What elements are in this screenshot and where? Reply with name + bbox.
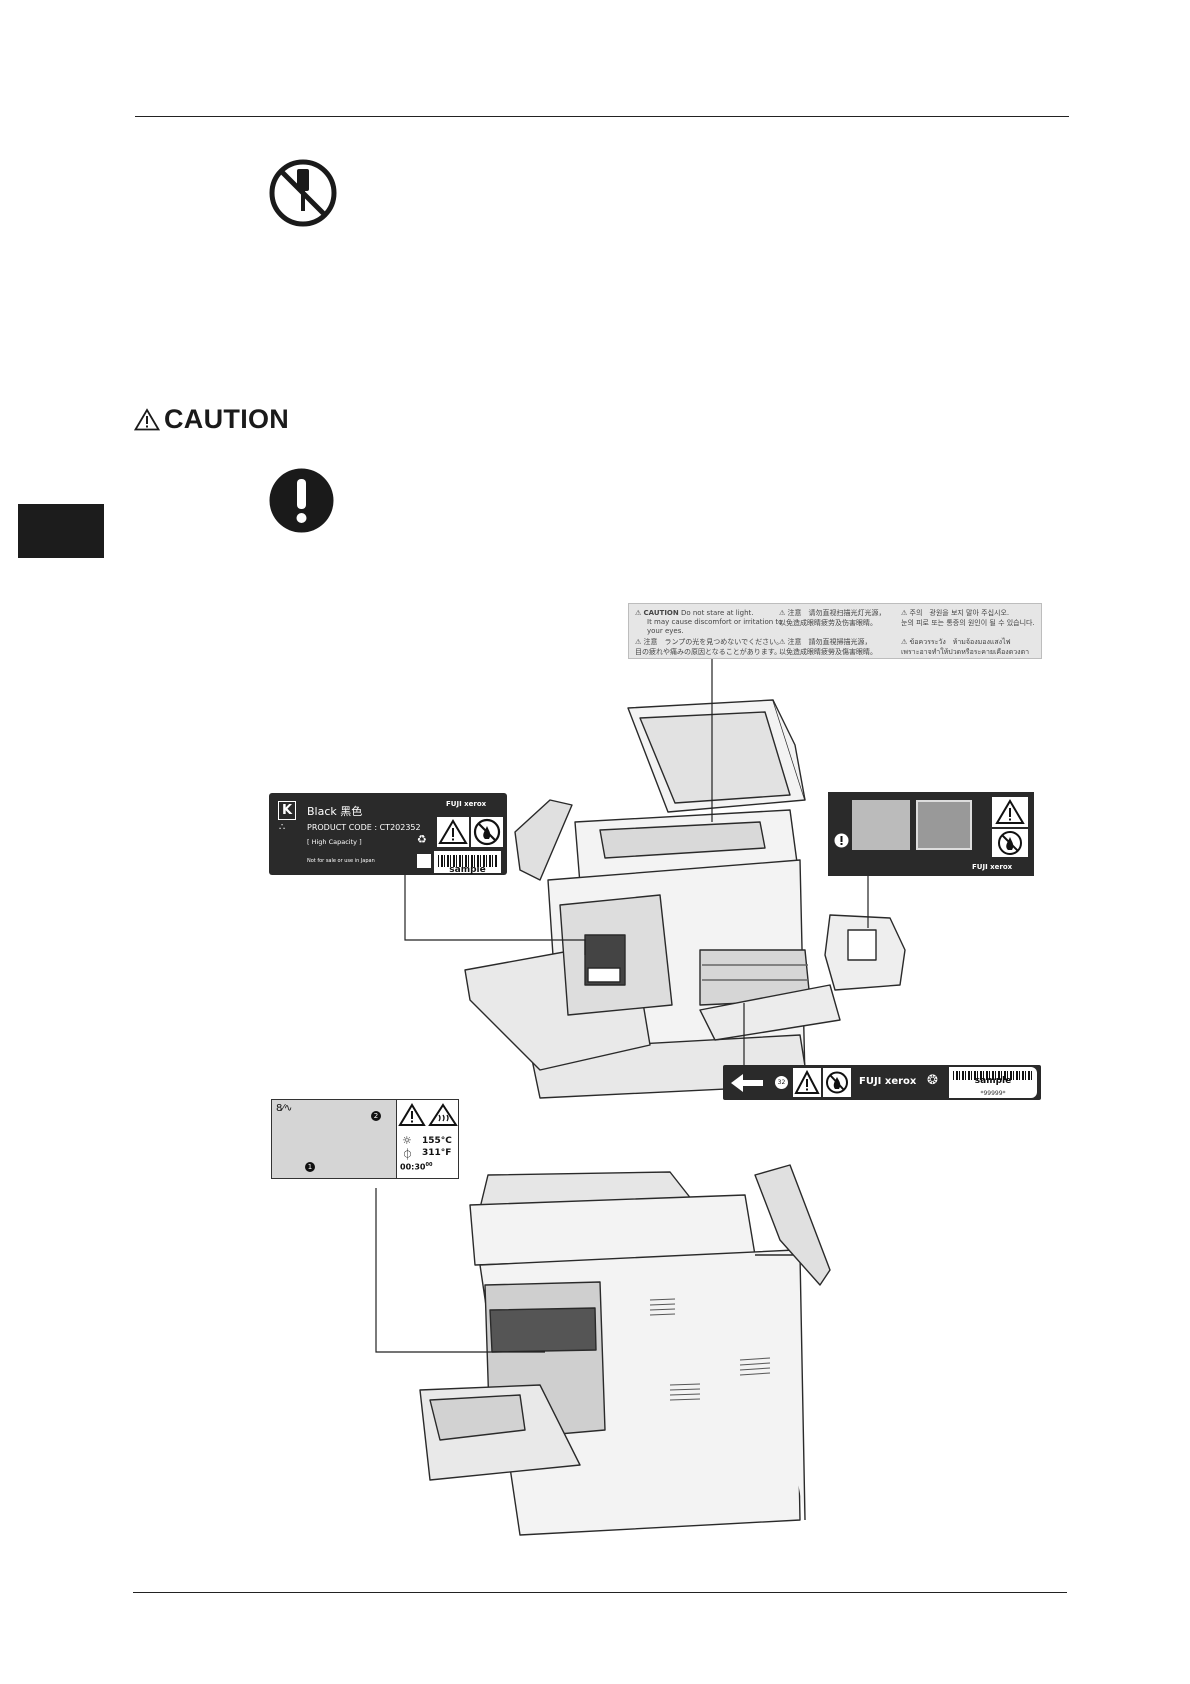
drum-cartridge-label: 32 FUJI xerox ❂ sample *99999* — [723, 1065, 1041, 1100]
toner-not-for-sale: Not for sale or use in Japan — [307, 858, 375, 864]
no-fire-icon — [992, 829, 1028, 857]
warning-triangle-icon: ⚠ — [779, 609, 786, 617]
scanner-ko-line2: 눈의 피로 또는 통증의 원인이 될 수 있습니다. — [901, 619, 1035, 627]
scanner-zht-line2: 以免造成眼睛疲勞及傷害眼睛。 — [779, 648, 877, 656]
toner-sample-barcode: sample — [434, 851, 501, 875]
footer-rule — [133, 1592, 1067, 1593]
waste-brand: FUJI xerox — [972, 863, 1013, 871]
scanner-en-line2: It may cause discomfort or irritation to — [647, 618, 783, 626]
warning-triangle-icon: ⚠ — [635, 638, 642, 646]
hot-surface-icon — [428, 1103, 458, 1126]
drum-brand: FUJI xerox — [859, 1076, 917, 1087]
scanner-zhs-line1: 注意 请勿直视扫描光灯光源， — [787, 609, 886, 617]
mandatory-action-icon — [834, 833, 849, 848]
warning-triangle-icon — [793, 1068, 821, 1097]
drum-fan-icon: ❂ — [927, 1073, 938, 1088]
scanner-caution-word: CAUTION — [643, 609, 679, 617]
fuser-step2: 2 — [371, 1111, 381, 1121]
caution-title: CAUTION — [164, 404, 290, 434]
recycle-icon: ♻ — [417, 833, 427, 846]
paper-jam-icon: 8⁄∿ — [276, 1103, 293, 1114]
fuser-time: 00:30 — [400, 1162, 426, 1172]
clock-icon: ⏀ — [402, 1148, 413, 1161]
toner-capacity: [ High Capacity ] — [307, 838, 362, 846]
warning-triangle-icon: ⚠ — [901, 609, 908, 617]
scanner-th-line2: เพราะอาจทำให้ปวดหรือระคายเคืองดวงตา — [901, 648, 1030, 656]
leader-toner — [404, 875, 586, 955]
scanner-ja-line1: 注意 ランプの光を見つめないでください。 — [643, 638, 784, 646]
prohibition-disassemble-icon — [269, 159, 337, 227]
toner-product-code: PRODUCT CODE : CT202352 — [307, 823, 421, 832]
fuser-temp-f: 311°F — [422, 1148, 452, 1158]
toner-dots-icon: ∴ — [279, 822, 286, 833]
waste-toner-label: FUJI xerox — [828, 792, 1034, 876]
scanner-zht-line1: 注意 請勿直視掃描光源， — [787, 638, 872, 646]
warning-triangle-icon — [437, 817, 469, 847]
arrow-left-icon — [731, 1074, 763, 1092]
scanner-th-line1: ข้อควรระวัง ห้ามจ้องมองแสงไฟ — [909, 638, 1011, 646]
leader-fuser — [375, 1188, 545, 1353]
scanner-ja-line2: 目の疲れや痛みの原因となることがあります。 — [635, 648, 782, 656]
warning-triangle-icon: ⚠ — [901, 638, 908, 646]
waste-photo-ok — [852, 800, 910, 850]
sun-icon: ☼ — [402, 1134, 412, 1147]
fuser-step1: 1 — [305, 1162, 315, 1172]
chapter-tab — [18, 504, 104, 558]
drum-sample-barcode: sample *99999* — [949, 1067, 1037, 1098]
fuser-time-wrap: 00:3000 — [400, 1162, 432, 1172]
scanner-ko-line1: 주의 광원을 보지 말아 주십시오. — [909, 609, 1010, 617]
warning-triangle-icon: ⚠ — [635, 609, 642, 617]
warning-triangle-icon — [134, 408, 160, 431]
scanner-en-line3: your eyes. — [647, 627, 684, 635]
fuser-heat-label: 8⁄∿ 2 1 ☼ 155°C ⏀ 311°F 00:3000 — [271, 1099, 459, 1179]
no-fire-icon — [471, 817, 503, 847]
fuser-temp-c: 155°C — [422, 1136, 452, 1146]
toner-brand: FUJI xerox — [446, 800, 487, 808]
warning-triangle-icon — [398, 1103, 426, 1126]
waste-photo-prohibited — [916, 800, 972, 850]
header-rule — [135, 116, 1069, 117]
scanner-zhs-line2: 以免造成眼睛疲劳及伤害眼睛。 — [779, 619, 877, 627]
mandatory-action-icon — [269, 468, 334, 533]
scanner-caution-label: ⚠ CAUTION Do not stare at light. It may … — [628, 603, 1042, 659]
warning-triangle-icon: ⚠ — [779, 638, 786, 646]
qr-icon — [417, 854, 431, 868]
toner-k-letter: K — [278, 801, 296, 820]
no-fire-icon — [823, 1068, 851, 1097]
toner-color-name: Black 黑色 — [307, 805, 363, 818]
fuser-time-sup: 00 — [425, 1162, 433, 1168]
caution-heading: CAUTION — [134, 404, 289, 435]
drum-badge: 32 — [775, 1076, 788, 1089]
scanner-en-line1: Do not stare at light. — [680, 609, 754, 617]
toner-cartridge-label: K Black 黑色 PRODUCT CODE : CT202352 [ Hig… — [269, 793, 507, 875]
warning-triangle-icon — [992, 797, 1028, 827]
